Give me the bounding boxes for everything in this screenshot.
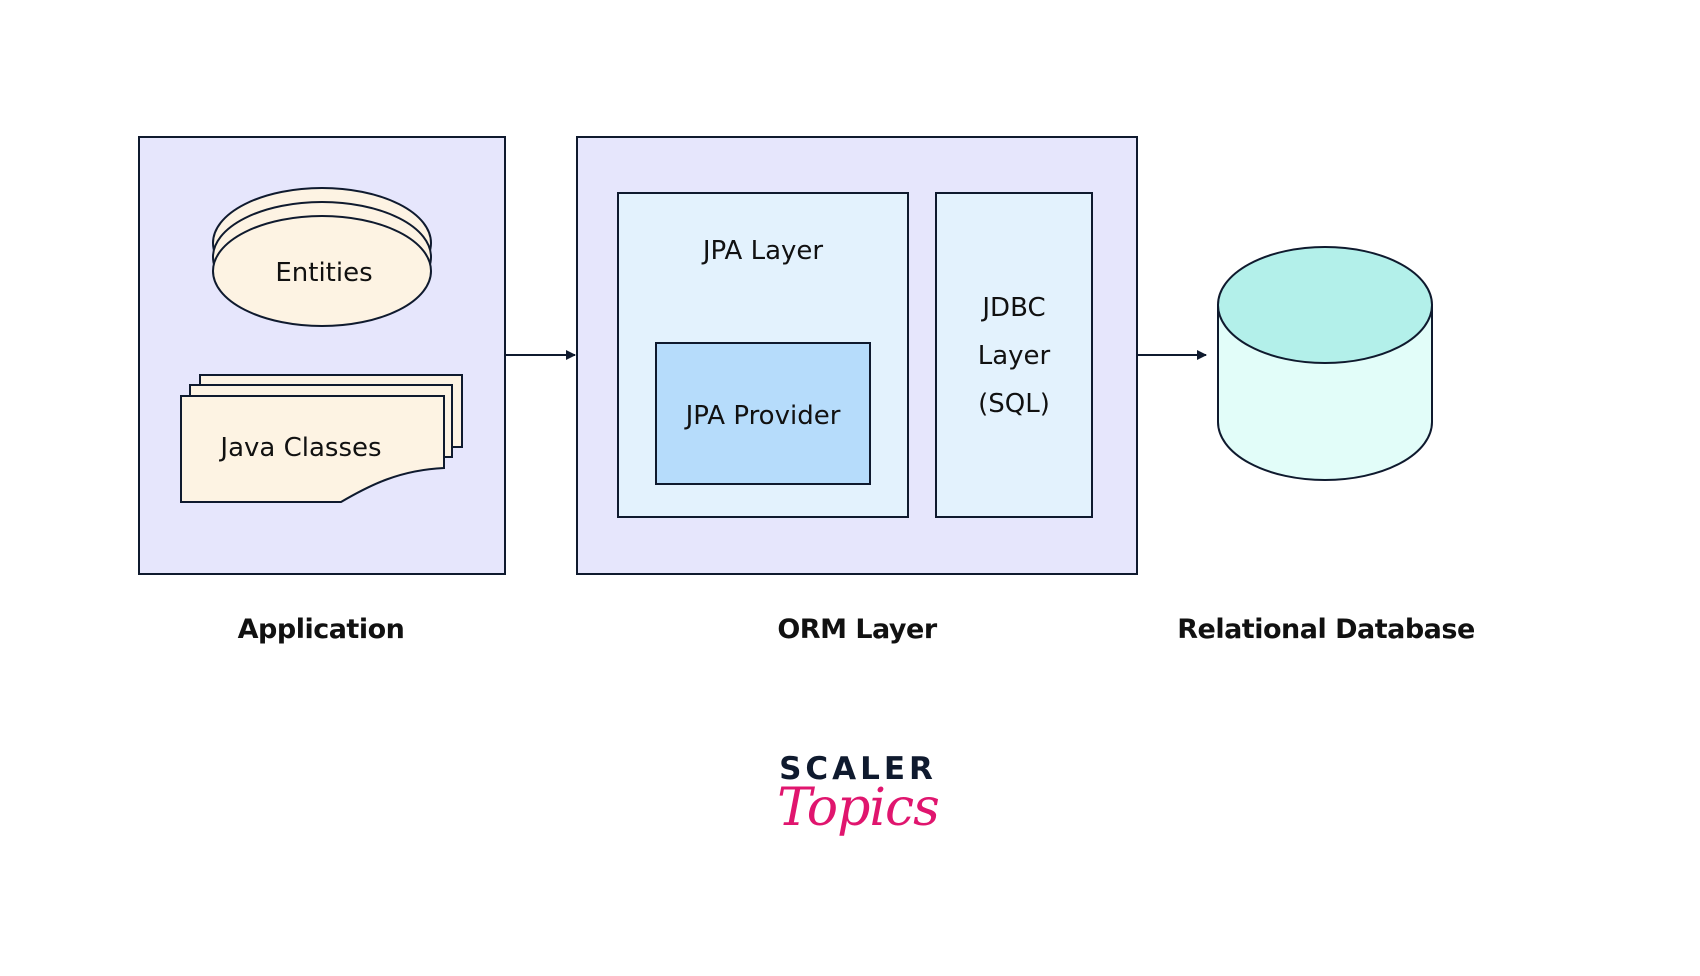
jdbc-layer-box [935, 192, 1093, 518]
logo-wordmark-scaler: SCALER [779, 751, 937, 787]
relational-database-caption: Relational Database [1177, 614, 1475, 645]
scaler-topics-logo: SCALER Topics [777, 751, 940, 838]
database-cylinder-icon [1217, 246, 1433, 481]
entities-icon [212, 187, 432, 327]
java-classes-icon [180, 374, 463, 503]
entities-label: Entities [275, 258, 372, 288]
jpa-provider-label: JPA Provider [684, 401, 841, 431]
application-caption: Application [237, 614, 405, 645]
logo-wordmark-topics: Topics [777, 778, 940, 838]
jdbc-label-line-3: (SQL) [978, 389, 1050, 419]
orm-layer-caption: ORM Layer [777, 614, 937, 645]
jdbc-label-line-1: JDBC [980, 293, 1045, 323]
orm-group: JPA Layer JPA Provider JDBC Layer (SQL) [576, 136, 1138, 575]
java-classes-label: Java Classes [218, 433, 381, 463]
jpa-layer-label: JPA Layer [701, 236, 824, 266]
jdbc-label-line-2: Layer [978, 341, 1051, 371]
jpa-provider-box [655, 342, 871, 485]
application-group: Entities Java Classes [138, 136, 506, 575]
